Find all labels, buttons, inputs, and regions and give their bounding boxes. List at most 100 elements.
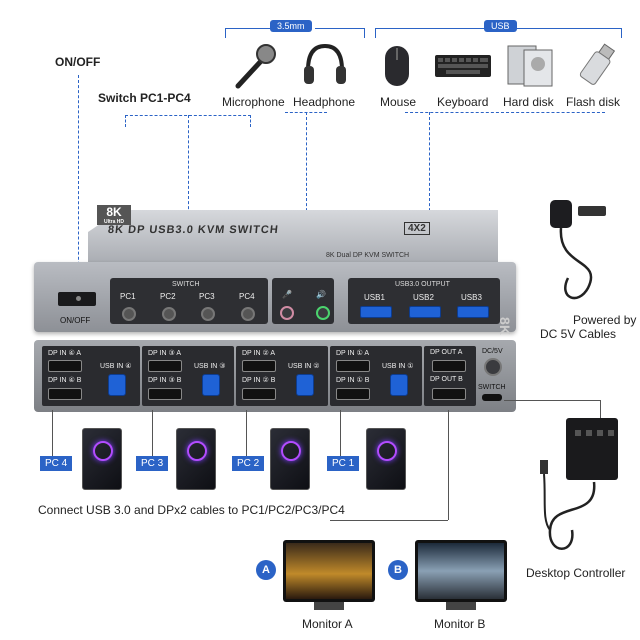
usb-bracket-left (375, 28, 484, 29)
pc4-dp-b-label: DP IN ④ B (48, 377, 82, 384)
dc-label: DC/5V (482, 348, 503, 355)
pc4-button[interactable] (241, 307, 255, 321)
monitor-a-screen (286, 543, 372, 599)
pc1-dp-a-port[interactable] (336, 360, 370, 372)
dp-out-b-port[interactable] (432, 388, 466, 400)
usb-leader-top (405, 112, 605, 113)
pc2-button[interactable] (162, 307, 176, 321)
usb2-port[interactable] (409, 306, 441, 318)
mic-jack[interactable] (280, 306, 294, 320)
pc4-usb-label: USB IN ④ (100, 363, 132, 370)
keyboard-icon (434, 54, 492, 83)
pc4-tower (82, 428, 122, 490)
pc4-connector (52, 410, 53, 460)
audio-bracket-tick-right (364, 28, 365, 38)
monitor-connector-h (330, 520, 448, 521)
pc2-connector (246, 410, 247, 460)
audio-leader-top (285, 112, 327, 113)
pc1-label: PC 1 (327, 456, 360, 471)
desktop-controller-device[interactable] (566, 418, 618, 480)
pc1-button[interactable] (122, 307, 136, 321)
on-off-callout: ON/OFF (55, 55, 101, 69)
device-subtitle: 8K Dual DP KVM SWITCH (326, 252, 410, 259)
pc3-usb-port[interactable] (202, 374, 220, 396)
usb-bracket-right (514, 28, 622, 29)
pc1-connector (340, 410, 341, 460)
audio-leader (306, 112, 307, 282)
device-title: 8K DP USB3.0 KVM SWITCH (107, 224, 280, 236)
usb2-label: USB2 (413, 293, 434, 302)
usb-leader (429, 112, 430, 282)
switch-leader-r (250, 115, 251, 127)
switch-port[interactable] (482, 394, 502, 401)
monitor-b-stand (446, 602, 476, 610)
pc1-dp-b-label: DP IN ① B (336, 377, 370, 384)
pc4-usb-port[interactable] (108, 374, 126, 396)
pc2-usb-port[interactable] (296, 374, 314, 396)
pc4-button-label: PC4 (239, 292, 255, 301)
power-switch-label: ON/OFF (60, 316, 91, 325)
dc-power-port[interactable] (484, 358, 502, 376)
connect-note: Connect USB 3.0 and DPx2 cables to PC1/P… (38, 503, 345, 517)
switch-pc-callout: Switch PC1-PC4 (98, 91, 191, 105)
usb1-port[interactable] (360, 306, 392, 318)
monitor-a-stand (314, 602, 344, 610)
pc4-dp-b-port[interactable] (48, 388, 82, 400)
monitor-a-badge: A (256, 560, 276, 580)
pc2-dp-a-label: DP IN ② A (242, 350, 275, 357)
pc1-tower (366, 428, 406, 490)
usb-bracket-tick-right (621, 28, 622, 38)
mouse-icon (382, 44, 412, 93)
pc4-dp-a-port[interactable] (48, 360, 82, 372)
audio-bracket-left (225, 28, 270, 29)
controller-connector-h (504, 400, 600, 401)
pc4-label: PC 4 (40, 456, 73, 471)
dp-out-a-label: DP OUT A (430, 349, 463, 356)
monitor-a (283, 540, 375, 602)
hard-disk-icon (506, 42, 554, 93)
speaker-symbol-icon: 🔊 (316, 290, 326, 299)
mouse-label: Mouse (380, 95, 417, 109)
headphone-jack[interactable] (316, 306, 330, 320)
pc2-dp-a-port[interactable] (242, 360, 276, 372)
pc1-dp-b-port[interactable] (336, 388, 370, 400)
dp-out-a-port[interactable] (432, 360, 466, 372)
pc3-tower (176, 428, 216, 490)
keyboard-label: Keyboard (437, 95, 489, 109)
monitor-b-screen (418, 543, 504, 599)
pc3-connector (152, 410, 153, 460)
monitor-a-label: Monitor A (302, 617, 353, 631)
pc3-dp-b-port[interactable] (148, 388, 182, 400)
pc3-dp-a-port[interactable] (148, 360, 182, 372)
pc3-dp-a-label: DP IN ③ A (148, 350, 181, 357)
pc3-button[interactable] (201, 307, 215, 321)
8k-logo-text: 8K (106, 205, 122, 219)
monitor-b-badge: B (388, 560, 408, 580)
mic-symbol-icon: 🎤 (282, 290, 292, 299)
microphone-icon (232, 42, 278, 95)
headphone-icon (302, 40, 348, 93)
power-adapter-icon (548, 198, 618, 311)
pc1-usb-port[interactable] (390, 374, 408, 396)
flash-disk-label: Flash disk (566, 95, 621, 109)
headphone-label: Headphone (293, 95, 356, 109)
pc2-dp-b-port[interactable] (242, 388, 276, 400)
side-8k-logo: 8K (496, 317, 513, 335)
pc1-button-label: PC1 (120, 292, 136, 301)
audio-bracket-right (315, 28, 365, 29)
audio-bracket-tick-left (225, 28, 226, 38)
pc1-dp-a-label: DP IN ① A (336, 350, 369, 357)
pc4-dp-a-label: DP IN ④ A (48, 350, 81, 357)
usb3-port[interactable] (457, 306, 489, 318)
usb-bracket-tick-left (375, 28, 376, 38)
monitor-b (415, 540, 507, 602)
ultra-hd-text: Ultra HD (103, 219, 124, 225)
pc3-button-label: PC3 (199, 292, 215, 301)
on-off-leader (78, 75, 79, 290)
controller-connector-v (600, 400, 601, 420)
pc3-usb-label: USB IN ③ (194, 363, 226, 370)
dc-cables-label: DC 5V Cables (540, 327, 617, 341)
flash-disk-icon (578, 40, 618, 93)
switch-leader-top (125, 115, 251, 116)
pc3-dp-b-label: DP IN ③ B (148, 377, 182, 384)
